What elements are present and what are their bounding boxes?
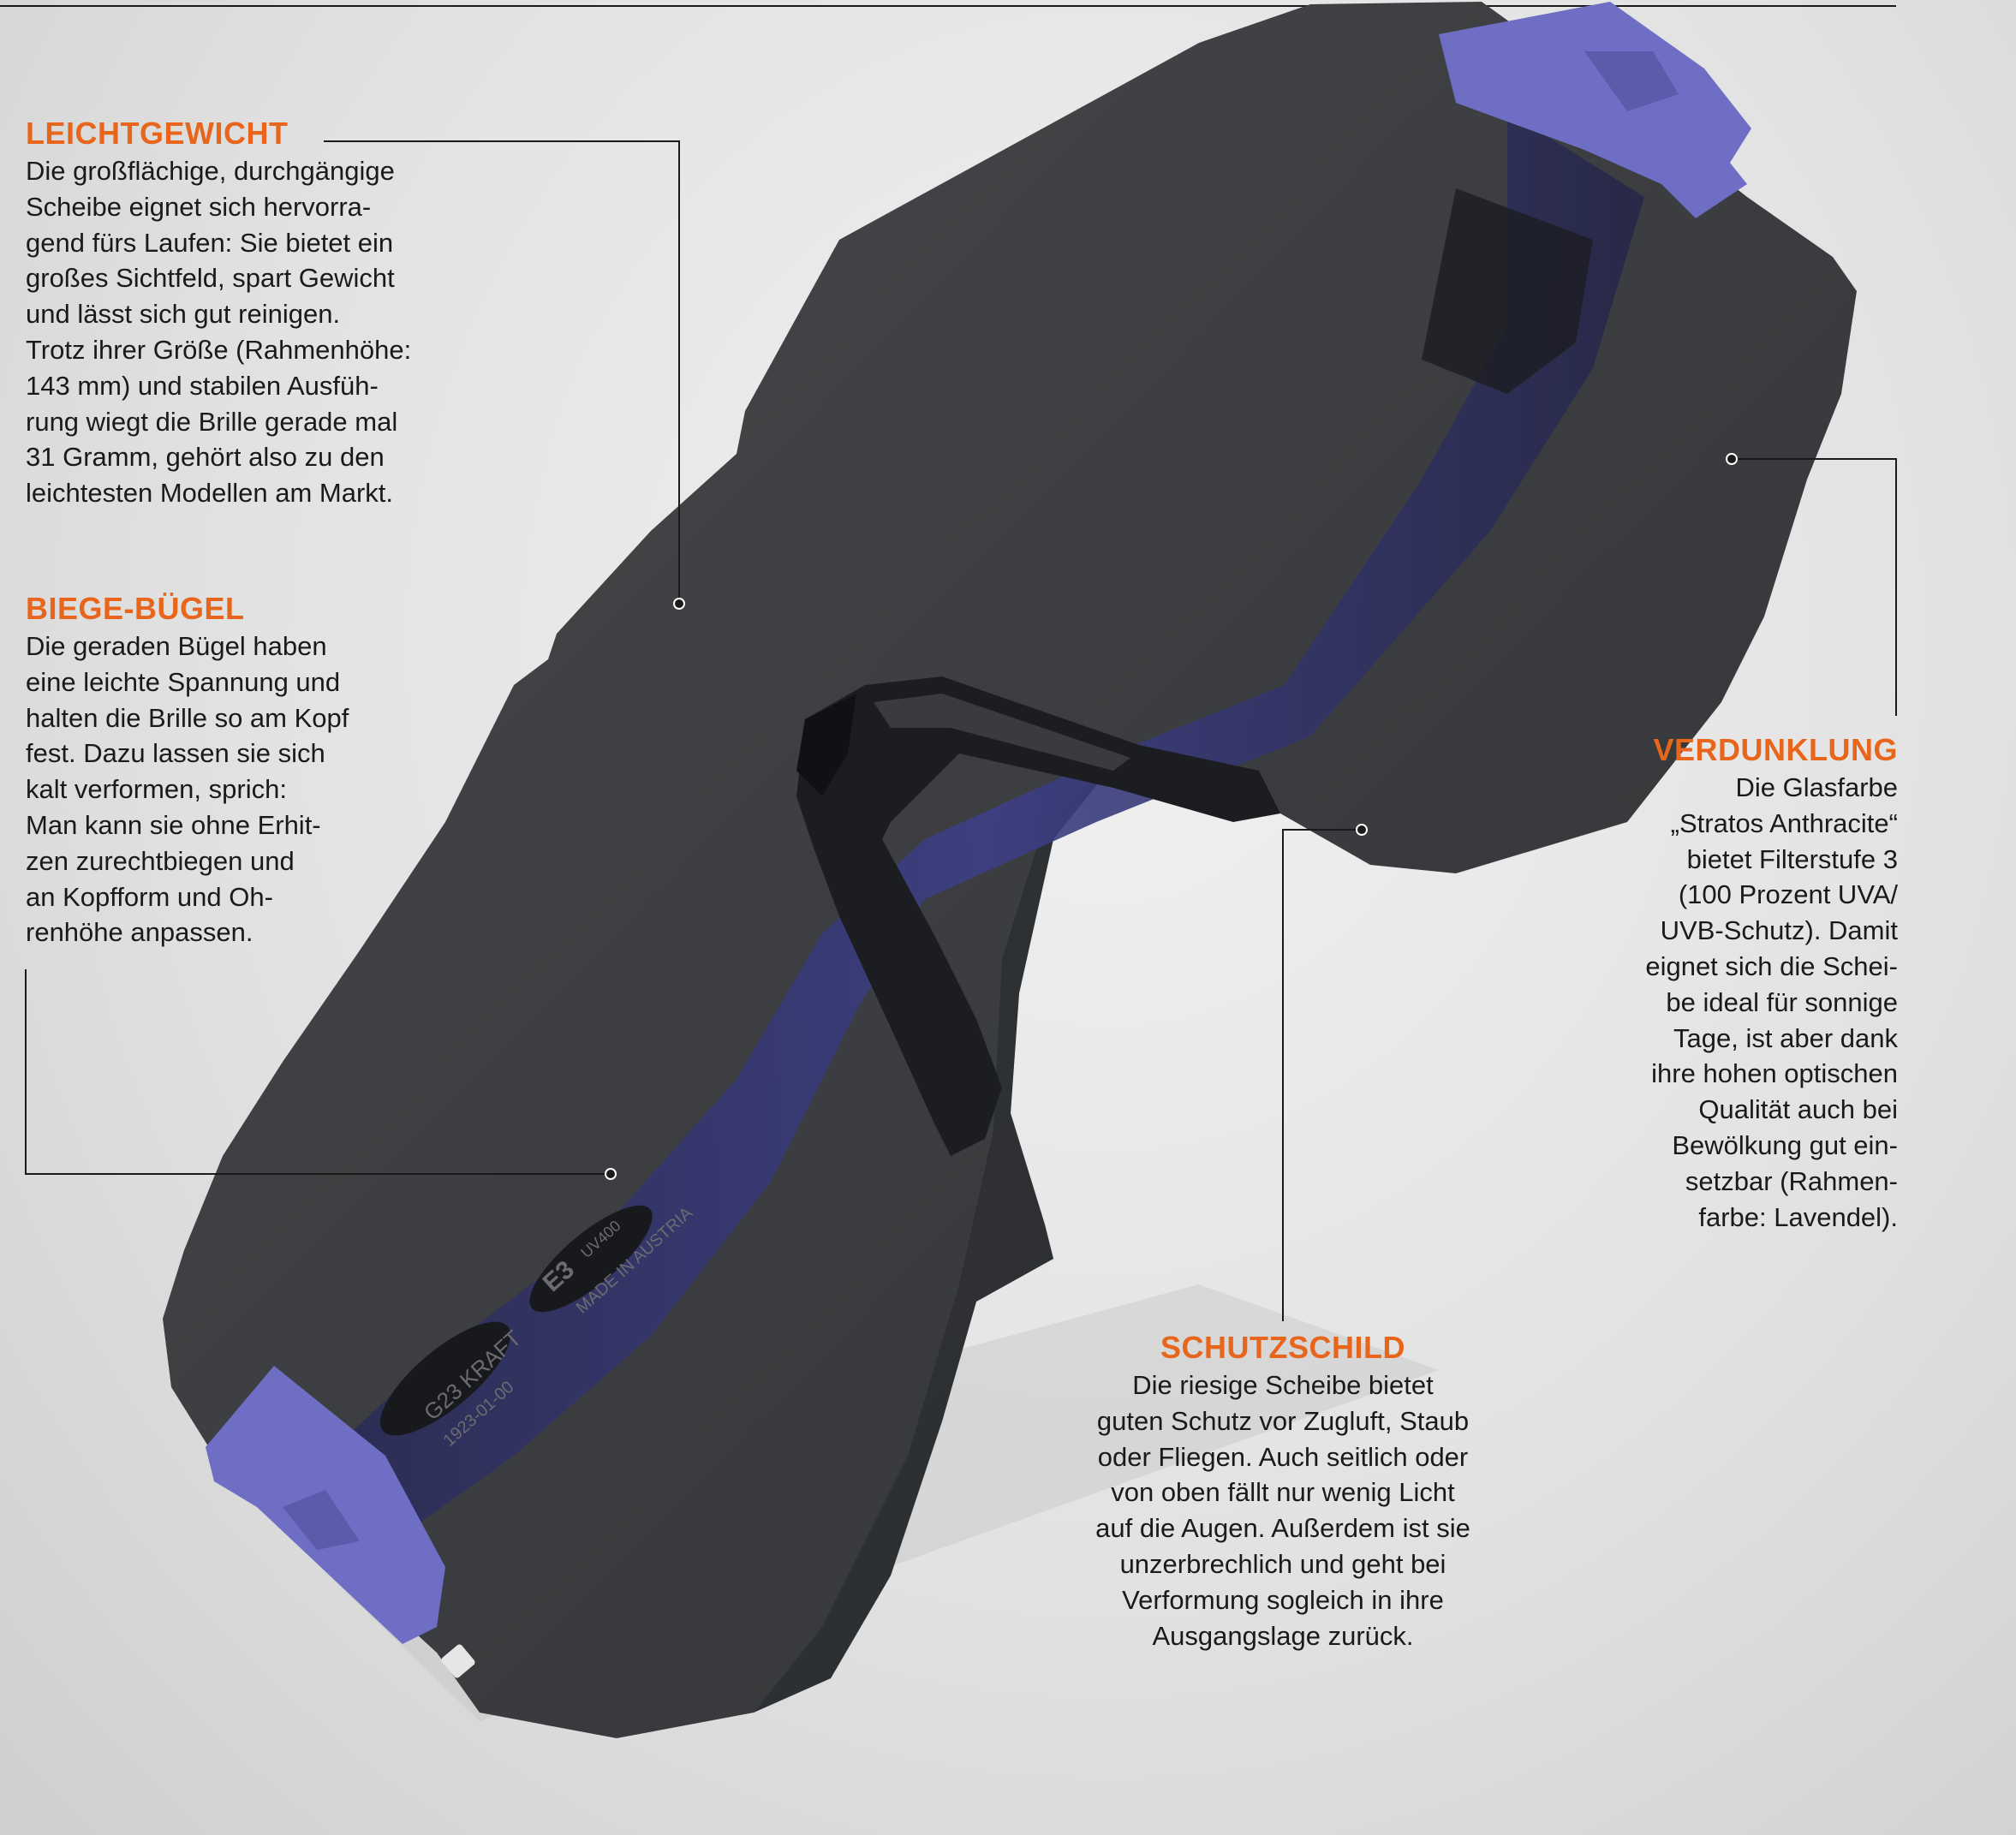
callout-title: BIEGE-BÜGEL <box>26 591 245 626</box>
callout-body: Die Glasfarbe „Stratos Anthracite“ biete… <box>1645 772 1898 1232</box>
callout-title: VERDUNKLUNG <box>1653 732 1898 767</box>
marking-pad-left <box>380 1321 510 1436</box>
dot-verdunklung <box>1726 453 1738 465</box>
nose-pad-highlight <box>874 694 1130 771</box>
nose-pad <box>796 676 1280 1156</box>
leader-leichtgewicht <box>324 140 680 604</box>
frame-band <box>325 111 1644 1541</box>
nose-pad-left-wing <box>796 694 856 796</box>
callout-body: Die geraden Bügel haben eine leichte Spa… <box>26 631 349 948</box>
dot-leichtgewicht <box>673 598 685 610</box>
logo-mark <box>441 1644 475 1678</box>
callout-leichtgewicht: LEICHTGEWICHT Die großflächige, durchgän… <box>26 116 411 511</box>
leader-schutzschild <box>1282 829 1362 1321</box>
leader-verdunklung <box>1732 458 1897 716</box>
end-piece-top <box>1439 2 1751 218</box>
leader-biege-buegel <box>25 969 611 1175</box>
dot-schutzschild <box>1356 824 1368 836</box>
dot-biege-buegel <box>605 1168 617 1180</box>
end-piece-bottom-shade <box>283 1490 360 1550</box>
callout-schutzschild: SCHUTZSCHILD Die riesige Scheibe bietet … <box>1043 1330 1523 1653</box>
temple-reflection <box>1422 188 1593 394</box>
leader-dots <box>605 453 1738 1180</box>
leader-lines <box>25 140 1897 1321</box>
marking-pad-right <box>529 1205 653 1313</box>
callout-body: Die großflächige, durchgängige Scheibe e… <box>26 156 412 509</box>
callout-biege-buegel: BIEGE-BÜGEL Die geraden Bügel haben eine… <box>26 591 349 950</box>
callout-title: SCHUTZSCHILD <box>1160 1330 1405 1365</box>
callout-body: Die riesige Scheibe bietet guten Schutz … <box>1095 1370 1470 1651</box>
callout-verdunklung: VERDUNKLUNG Die Glasfarbe „Stratos Anthr… <box>1645 732 1898 1235</box>
end-piece-top-shade <box>1584 51 1679 111</box>
callout-title: LEICHTGEWICHT <box>26 116 289 151</box>
